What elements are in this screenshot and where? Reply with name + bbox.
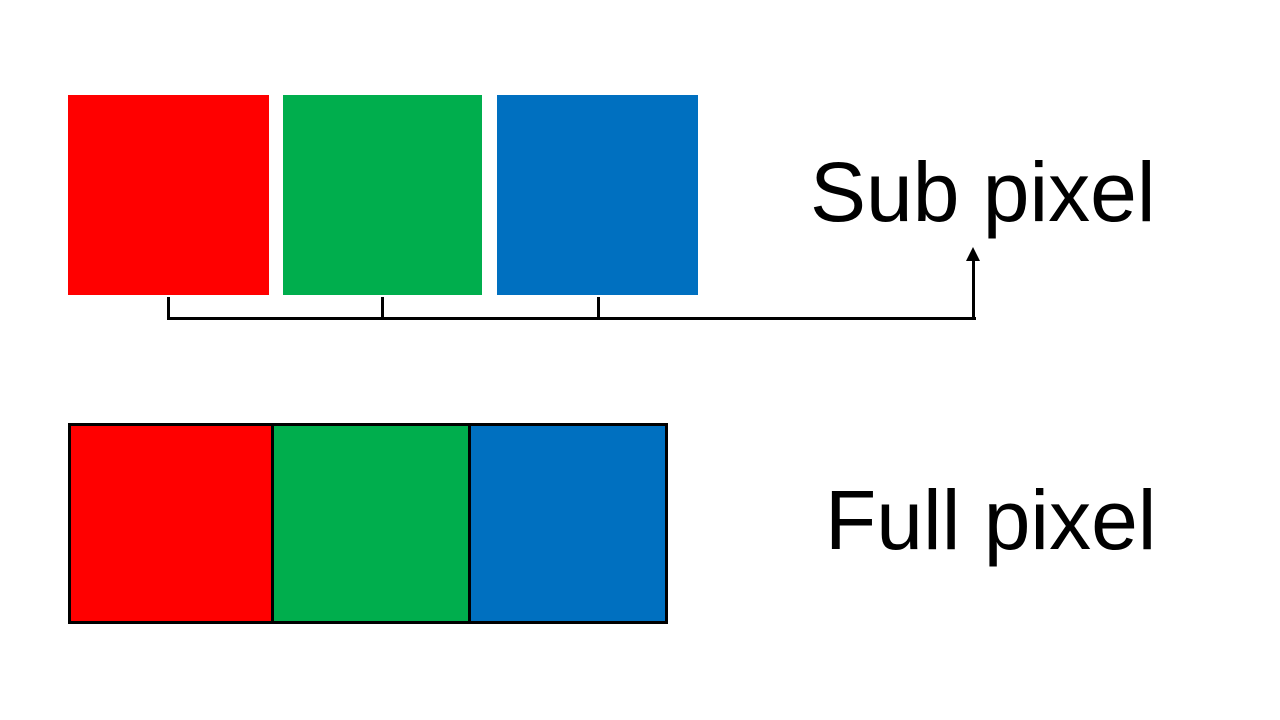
full-pixel-bar	[68, 423, 668, 624]
arrow-up-icon	[966, 247, 980, 261]
bracket-stem-blue	[597, 297, 600, 319]
bracket-horizontal-line	[167, 317, 976, 320]
full-pixel-blue-cell	[471, 426, 665, 621]
bracket-stem-red	[167, 297, 170, 319]
arrow-shaft	[972, 258, 975, 320]
full-pixel-red-cell	[71, 426, 271, 621]
sub-pixel-red-square	[68, 95, 269, 295]
bracket-stem-green	[381, 297, 384, 319]
sub-pixel-blue-square	[497, 95, 698, 295]
sub-pixel-green-square	[283, 95, 482, 295]
full-pixel-green-cell	[271, 426, 471, 621]
full-pixel-caption: Full pixel	[825, 473, 1157, 567]
sub-pixel-caption: Sub pixel	[810, 145, 1156, 239]
